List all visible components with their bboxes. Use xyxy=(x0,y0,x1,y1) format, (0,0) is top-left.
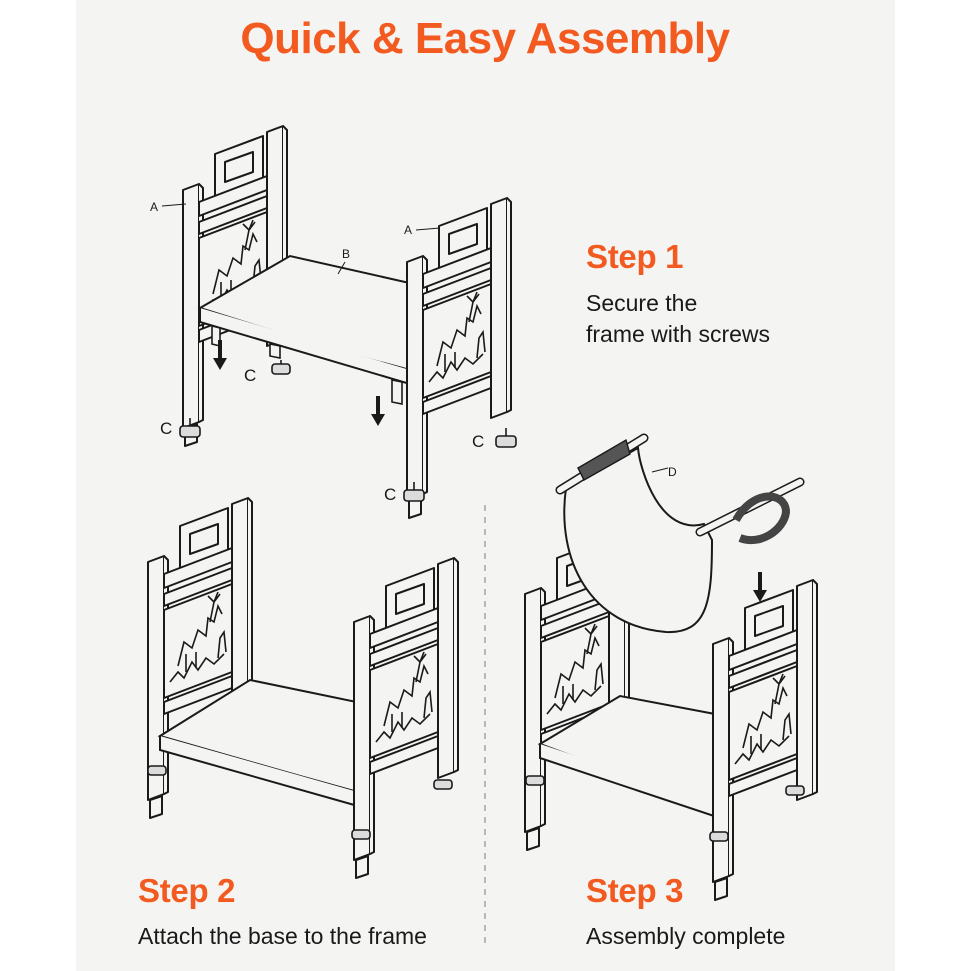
step3-description: Assembly complete xyxy=(586,923,786,949)
step1-heading: Step 1 xyxy=(586,238,684,275)
label-d: D xyxy=(668,465,677,479)
step2-heading: Step 2 xyxy=(138,872,236,909)
page-title: Quick & Easy Assembly xyxy=(240,14,730,63)
step3-illustration: D xyxy=(524,433,818,901)
step1-line1: Secure the xyxy=(586,290,698,316)
label-c-4: C xyxy=(384,485,396,504)
label-c-3: C xyxy=(472,432,484,451)
label-a-left: A xyxy=(150,200,158,214)
label-c-1: C xyxy=(244,366,256,385)
label-c-2: C xyxy=(160,419,172,438)
step2-illustration xyxy=(147,497,459,879)
step1-description: Secure the frame with screws xyxy=(586,288,770,350)
step3-heading: Step 3 xyxy=(586,872,684,909)
step2-description: Attach the base to the frame xyxy=(138,923,427,949)
label-a-right: A xyxy=(404,223,412,237)
step1-line2: frame with screws xyxy=(586,321,771,347)
label-b: B xyxy=(342,247,350,261)
step1-illustration: A A B C C C C xyxy=(150,125,517,519)
